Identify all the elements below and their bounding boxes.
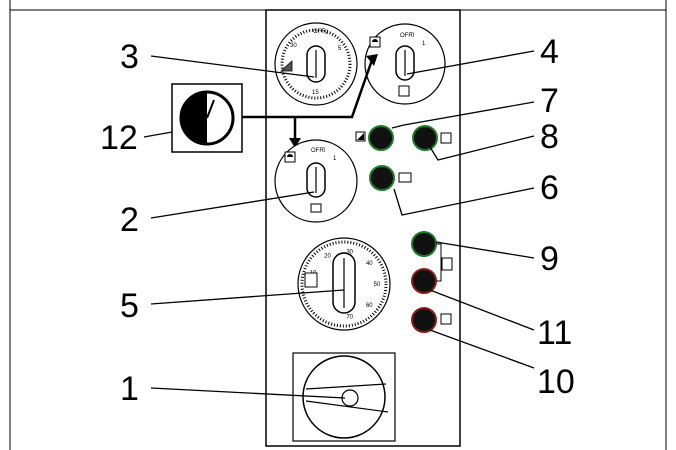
- leader-2: [150, 191, 315, 219]
- lamps: [355, 125, 453, 333]
- fan-symbol-icon: [398, 85, 410, 97]
- clock-shaded-half: [181, 92, 207, 144]
- leader-6: [393, 187, 535, 216]
- dial-4-zero-label: 0: [411, 33, 415, 39]
- arrowhead-dial-2-icon: [289, 138, 301, 148]
- dial-3: OFF 0 5 15 30: [274, 22, 358, 106]
- leader-3: [150, 55, 315, 78]
- lamp-7-symbol: [357, 133, 364, 140]
- dial-2: OFF 0 1: [274, 139, 358, 223]
- dial-5: 10203040506070: [297, 237, 391, 331]
- dial-5-tick-70: 70: [346, 315, 353, 321]
- dial-5-tick-60: 60: [366, 303, 373, 309]
- callout-1: 1: [120, 370, 139, 408]
- dial-3-zero-label: 0: [325, 30, 329, 36]
- dial-4-mode-half-icon: [372, 39, 378, 42]
- dial-3-scale: [280, 28, 352, 100]
- dial-3-5-label: 5: [338, 46, 342, 52]
- dial-2-zero-label: 0: [322, 148, 326, 154]
- dial-5-scale: [300, 240, 388, 328]
- leader-lines: [143, 50, 535, 399]
- leader-9: [435, 241, 535, 259]
- dial-4-off-label: OFF: [400, 33, 412, 39]
- dial-5-tick-40: 40: [366, 261, 373, 267]
- main-switch-edge-top: [305, 383, 387, 390]
- arrowhead-dial-4-icon: [366, 54, 378, 66]
- callout-12: 12: [100, 119, 138, 157]
- callout-8: 8: [540, 118, 559, 156]
- clock-hand: [206, 99, 215, 119]
- dial-2-one-label: 1: [333, 156, 337, 162]
- leader-7: [391, 101, 535, 129]
- leader-10: [429, 329, 535, 369]
- dial-5-tick-30: 30: [346, 250, 353, 256]
- leader-8: [429, 135, 535, 161]
- callout-11: 11: [537, 314, 572, 352]
- dial-3-off-label: OFF: [313, 29, 325, 35]
- leader-5: [150, 289, 345, 305]
- dial-4: OFF 0 1: [364, 23, 446, 105]
- heater-symbol-icon: [310, 203, 322, 213]
- dial-2-mode-half-icon: [287, 154, 293, 157]
- callout-10: 10: [537, 363, 575, 401]
- leader-4: [406, 50, 535, 75]
- lamp-10: [411, 307, 437, 333]
- callout-5: 5: [120, 287, 139, 325]
- dial-4-one-label: 1: [422, 41, 426, 47]
- leader-1: [150, 387, 346, 399]
- lamp-10-icon: [440, 313, 452, 325]
- lamp-7: [368, 125, 394, 151]
- callout-6: 6: [540, 169, 559, 207]
- callout-4: 4: [540, 33, 559, 71]
- lamp-6-icon: [398, 172, 412, 183]
- clock-link-arrow: [242, 54, 378, 148]
- dial-5-tick-20: 20: [324, 253, 331, 259]
- dial-5-tick-50: 50: [374, 282, 381, 288]
- dial-3-30-label: 30: [290, 43, 297, 49]
- callout-2: 2: [120, 201, 139, 239]
- lamp-11: [411, 268, 437, 294]
- link-line-to-dial-4: [242, 59, 374, 119]
- lamp-8: [412, 125, 438, 151]
- callout-3: 3: [120, 38, 139, 76]
- leader-12: [143, 131, 173, 138]
- callout-7: 7: [540, 82, 559, 120]
- leader-11: [429, 289, 535, 331]
- lamp-bracket: [436, 243, 442, 282]
- dial-5-thermometer-icon: [304, 272, 318, 288]
- lamp-8-icon: [440, 132, 452, 144]
- main-switch-edge-bottom: [305, 400, 389, 413]
- dial-2-off-label: OFF: [311, 148, 323, 154]
- main-switch: [292, 352, 396, 442]
- lamp-6: [369, 165, 395, 191]
- clock-unit: [171, 83, 243, 153]
- dial-3-15-label: 15: [312, 90, 319, 96]
- thermometer-symbol-icon: [441, 257, 453, 271]
- lamp-9: [411, 231, 437, 257]
- callout-9: 9: [540, 240, 559, 278]
- grill-symbol-icon: [279, 60, 293, 72]
